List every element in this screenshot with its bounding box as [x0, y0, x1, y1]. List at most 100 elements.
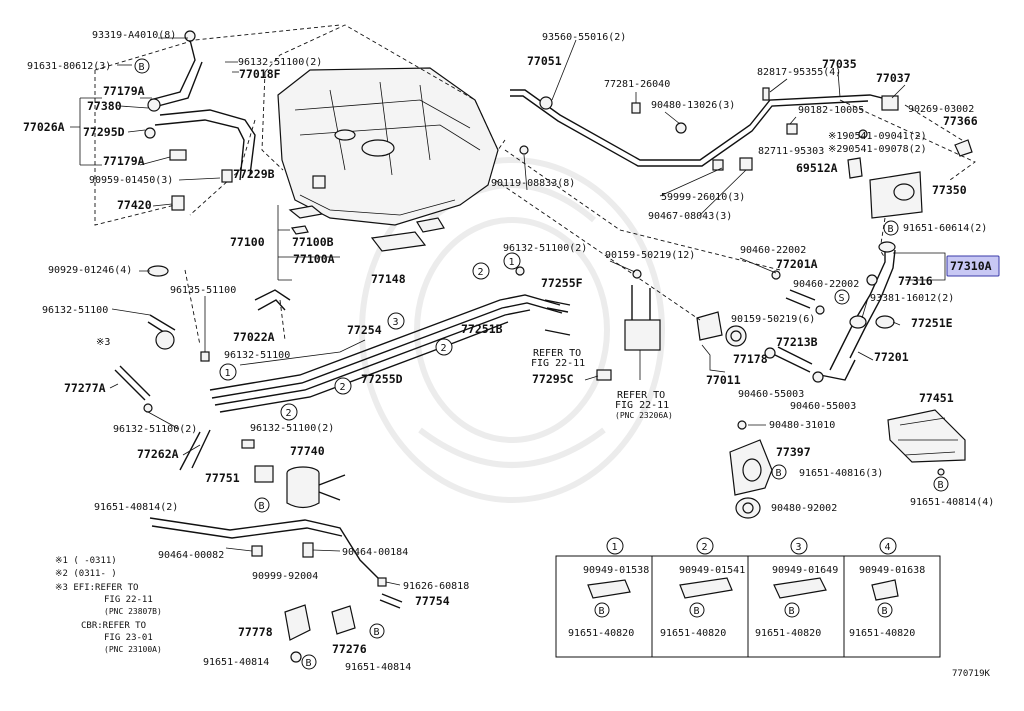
- fuel-tank[interactable]: [277, 67, 499, 226]
- watermark-emblem: [359, 157, 665, 503]
- refer-to-1-line1: REFER TO: [533, 348, 581, 359]
- marker-2-b: 2: [280, 403, 298, 421]
- label-91651-40814-c: 91651-40814: [345, 662, 411, 673]
- label-96132-51100-c: 96132-51100: [224, 350, 290, 361]
- svg-text:※1 ( -0311): ※1 ( -0311): [55, 556, 117, 566]
- svg-text:90949-01649: 90949-01649: [772, 565, 838, 576]
- svg-text:B: B: [694, 606, 700, 617]
- label-77179A-1: 77179A: [103, 84, 145, 98]
- label-77026A: 77026A: [23, 120, 65, 134]
- svg-text:91651-40820: 91651-40820: [849, 628, 915, 639]
- position-markers: 1 2 2 3 2 2 1: [219, 252, 521, 421]
- label-90464-00082: 90464-00082: [158, 550, 224, 561]
- fuel-lines-77254[interactable]: [179, 294, 563, 471]
- label-77022A: 77022A: [233, 330, 275, 344]
- svg-text:90949-01638: 90949-01638: [859, 565, 925, 576]
- table-cell-3: 3 90949-01649 B 91651-40820: [755, 537, 838, 639]
- svg-text:FIG 23-01: FIG 23-01: [104, 633, 153, 643]
- diagram-id: 770719K: [952, 669, 991, 679]
- filler-pipe-77201[interactable]: [819, 241, 896, 381]
- svg-text:B: B: [789, 606, 795, 617]
- fuel-filler-lid-77350[interactable]: [847, 157, 923, 219]
- label-82817-95355: 82817-95355(4): [757, 67, 841, 78]
- protector-77451[interactable]: [887, 409, 966, 476]
- svg-text:CBR:REFER TO: CBR:REFER TO: [81, 621, 146, 631]
- label-90480-31010: 90480-31010: [769, 420, 835, 431]
- label-90929-01246: 90929-01246(4): [48, 265, 132, 276]
- svg-text:B: B: [139, 62, 145, 73]
- svg-text:2: 2: [478, 267, 484, 278]
- label-77251E: 77251E: [911, 316, 953, 330]
- svg-text:2: 2: [441, 343, 447, 354]
- refer-to-2-line1: REFER TO: [617, 390, 665, 401]
- label-90480-92002: 90480-92002: [771, 503, 837, 514]
- label-91631-80612: 91631-80612(3): [27, 61, 111, 72]
- svg-text:1: 1: [225, 368, 231, 379]
- label-96132-51100-b: 96132-51100: [42, 305, 108, 316]
- svg-text:3: 3: [393, 317, 399, 328]
- label-77213B: 77213B: [776, 335, 818, 349]
- label-77148: 77148: [371, 272, 406, 286]
- label-90959-01450: 90959-01450(3): [89, 175, 173, 186]
- svg-text:1: 1: [612, 542, 618, 553]
- marker-2-c: 2: [435, 338, 453, 356]
- svg-text:2: 2: [286, 408, 292, 419]
- label-90182-10005: 90182-10005: [798, 105, 864, 116]
- marker-2-a: 2: [334, 377, 352, 395]
- filler-hoses[interactable]: [696, 270, 825, 383]
- label-77276: 77276: [332, 642, 367, 656]
- label-90269-03002: 90269-03002: [908, 104, 974, 115]
- label-91626-60818: 91626-60818: [403, 581, 469, 592]
- label-77277A: 77277A: [64, 381, 106, 395]
- highlighted-part-77310A[interactable]: 77310A: [946, 255, 1000, 277]
- label-96132-51100-a: 96132-51100(2): [238, 57, 322, 68]
- label-77380: 77380: [87, 99, 122, 113]
- label-77251B: 77251B: [461, 322, 503, 336]
- label-77201A: 77201A: [776, 257, 818, 271]
- label-77350: 77350: [932, 183, 967, 197]
- label-91651-40816: 91651-40816(3): [799, 468, 883, 479]
- label-77778: 77778: [238, 625, 273, 639]
- sender-gauge-77011[interactable]: [701, 344, 726, 373]
- label-77201: 77201: [874, 350, 909, 364]
- svg-text:90949-01541: 90949-01541: [679, 565, 745, 576]
- svg-text:4: 4: [885, 542, 891, 553]
- label-77179A-2: 77179A: [103, 154, 145, 168]
- svg-text:B: B: [882, 606, 888, 617]
- label-77751: 77751: [205, 471, 240, 485]
- svg-text:S: S: [839, 293, 845, 304]
- label-90460-22002-a: 90460-22002: [740, 245, 806, 256]
- label-77366: 77366: [943, 114, 978, 128]
- svg-text:B: B: [306, 658, 312, 669]
- label-91651-60614: 91651-60614(2): [903, 223, 987, 234]
- tank-pad-77100B[interactable]: [288, 205, 445, 252]
- label-77316: 77316: [898, 274, 933, 288]
- marker-2-d: 2: [472, 262, 490, 280]
- svg-text:B: B: [888, 224, 894, 235]
- label-93560-55016: 93560-55016(2): [542, 32, 626, 43]
- label-77451: 77451: [919, 391, 954, 405]
- label-77178: 77178: [733, 352, 768, 366]
- charcoal-canister-77740[interactable]: [254, 465, 346, 509]
- marker-3-a: 3: [387, 312, 405, 330]
- vent-pipe-77035[interactable]: [510, 87, 899, 171]
- label-96135-51100: 96135-51100: [170, 285, 236, 296]
- svg-text:B: B: [259, 501, 265, 512]
- label-96132-51100-f: 96132-51100(2): [503, 243, 587, 254]
- svg-text:2: 2: [702, 542, 708, 553]
- seal-77397[interactable]: [729, 420, 773, 519]
- label-77420: 77420: [117, 198, 152, 212]
- label-77100A: 77100A: [293, 252, 335, 266]
- label-77295C: 77295C: [532, 372, 574, 386]
- label-91651-40814-b: 91651-40814: [203, 657, 269, 668]
- filler-neck-assembly[interactable]: [144, 30, 256, 211]
- fuel-pump-sender[interactable]: [515, 145, 661, 381]
- clamp-parts-left[interactable]: [114, 265, 291, 413]
- svg-text:2: 2: [340, 382, 346, 393]
- label-77262A: 77262A: [137, 447, 179, 461]
- label-91651-40814-a: 91651-40814(2): [94, 502, 178, 513]
- clamp-table: 1 90949-01538 B 91651-40820 2 90949-0154…: [555, 537, 941, 658]
- label-90467-08043: 90467-08043(3): [648, 211, 732, 222]
- label-77011: 77011: [706, 373, 741, 387]
